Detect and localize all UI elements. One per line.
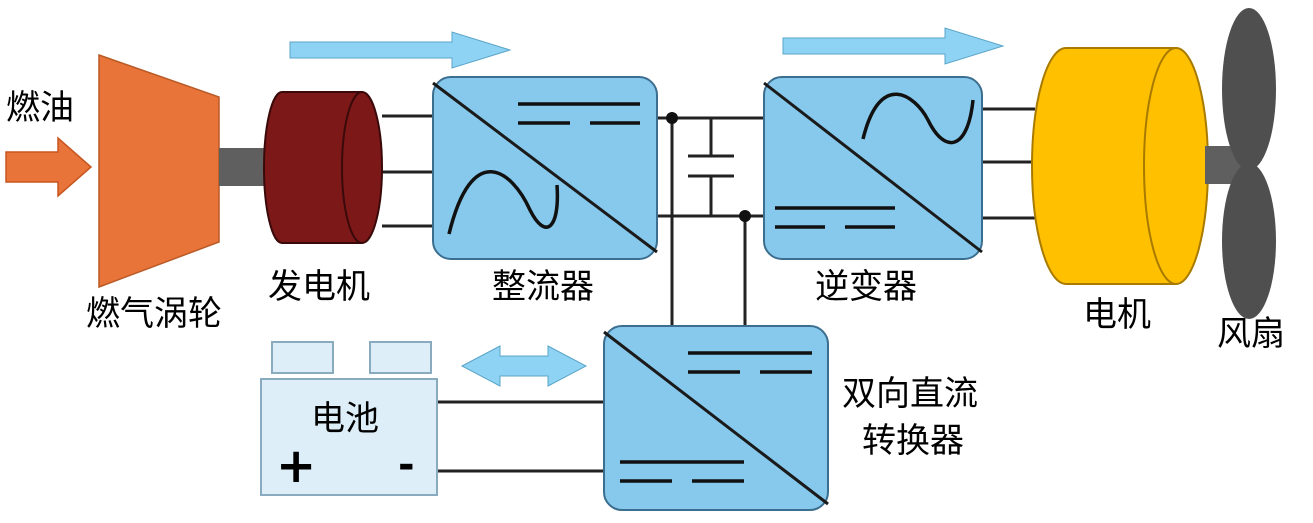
gas-turbine-icon bbox=[98, 53, 220, 289]
flow-arrow-right-icon-2 bbox=[782, 27, 1005, 65]
battery-icon bbox=[260, 341, 438, 496]
generator-icon bbox=[263, 91, 383, 244]
battery-minus-sign: - bbox=[398, 442, 415, 488]
inverter-label: 逆变器 bbox=[815, 267, 917, 307]
battery-plus-sign: + bbox=[276, 438, 316, 494]
flow-arrow-right-icon bbox=[289, 31, 512, 69]
shaft-icon bbox=[219, 148, 269, 186]
converter-label-line1: 双向直流 bbox=[842, 374, 978, 414]
battery-label: 电池 bbox=[311, 399, 379, 439]
motor-icon bbox=[1031, 47, 1209, 285]
fan-label: 风扇 bbox=[1217, 314, 1285, 354]
bidirectional-converter-block bbox=[603, 325, 829, 511]
junction-dot-bottom bbox=[739, 210, 751, 222]
wiring bbox=[382, 107, 1035, 473]
generator-label: 发电机 bbox=[268, 267, 370, 307]
junction-dot-top bbox=[666, 112, 678, 124]
fuel-label: 燃油 bbox=[6, 88, 74, 128]
fuel-arrow-icon bbox=[5, 136, 93, 198]
dc-link-capacitor bbox=[688, 154, 734, 178]
rectifier-label: 整流器 bbox=[492, 267, 594, 307]
inverter-block bbox=[763, 76, 983, 260]
bidirectional-arrow-icon bbox=[460, 345, 588, 387]
motor-label: 电机 bbox=[1083, 295, 1151, 335]
gas-turbine-label: 燃气涡轮 bbox=[86, 294, 222, 334]
rectifier-block bbox=[432, 76, 658, 260]
converter-label-line2: 转换器 bbox=[862, 421, 964, 461]
fan-icon bbox=[1222, 8, 1276, 319]
